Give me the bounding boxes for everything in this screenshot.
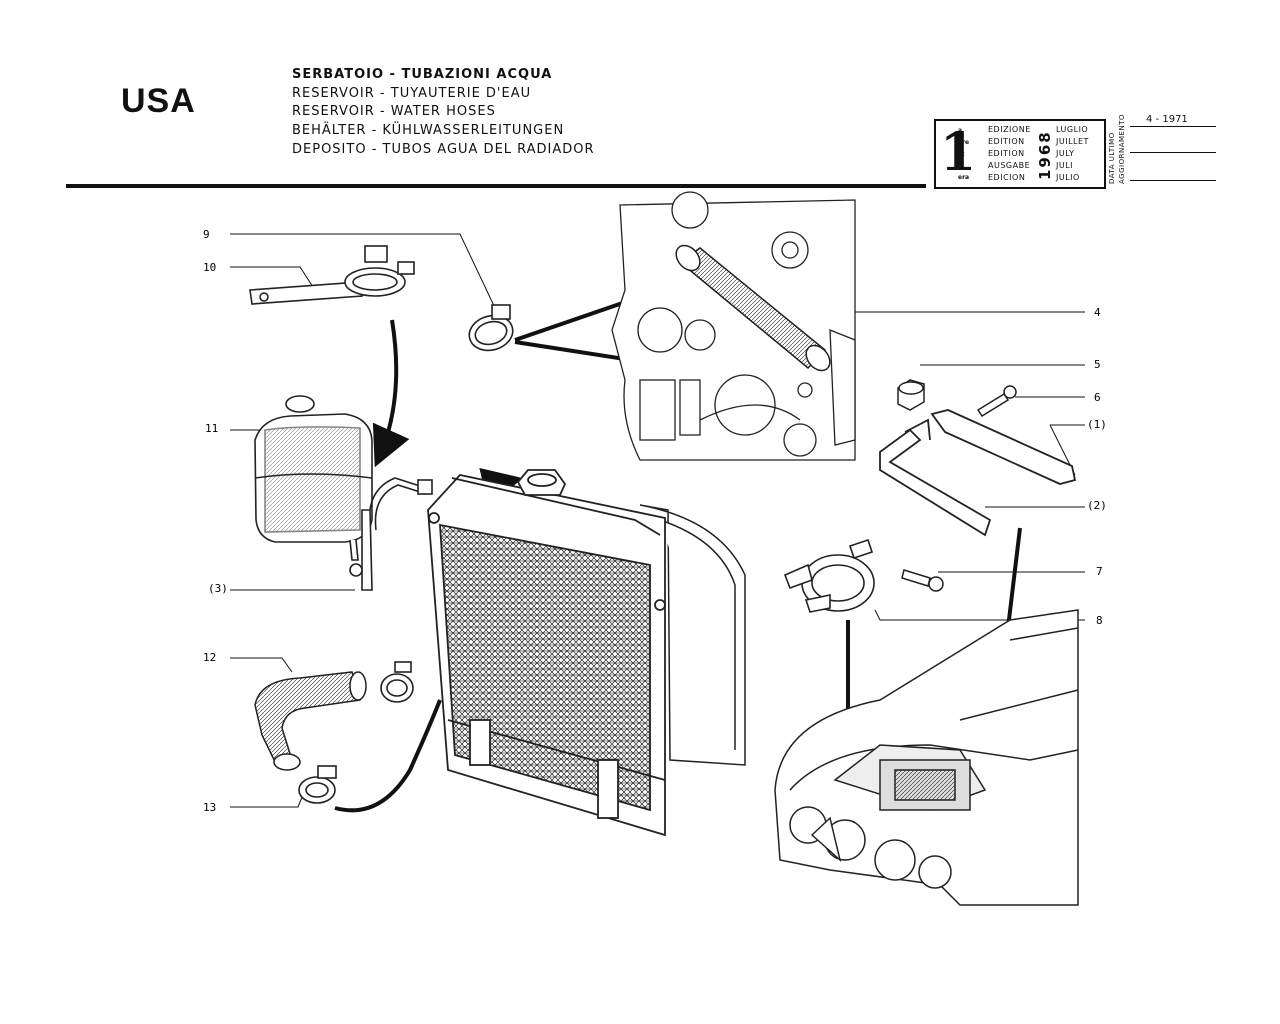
edition-word: EDICION [988, 173, 1026, 182]
screw-6 [976, 385, 1017, 418]
callout-4: 4 [1094, 306, 1101, 319]
edition-number: 1 [940, 122, 977, 183]
edition-word: EDITION [988, 149, 1025, 158]
update-rule [1130, 126, 1216, 127]
lower-hose-12 [254, 671, 367, 771]
edition-word: EDITION [988, 137, 1025, 146]
radiator [427, 469, 666, 837]
title-italian: SERBATOIO - TUBAZIONI ACQUA [292, 67, 553, 82]
edition-ordinal: era [958, 174, 970, 181]
callout-5: 5 [1094, 358, 1101, 371]
update-date: 4 - 1971 [1146, 114, 1188, 125]
edition-month: JULY [1056, 149, 1075, 158]
edition-word: EDIZIONE [988, 125, 1031, 134]
title-french: RESERVOIR - TUYAUTERIE D'EAU [292, 86, 532, 101]
callout-9: 9 [203, 228, 210, 241]
engine-block [611, 191, 856, 461]
callout-13: 13 [203, 801, 216, 814]
region-label: USA [121, 82, 196, 120]
header-rule [66, 184, 926, 188]
upper-hose [675, 244, 831, 372]
callout-numbers: 9 10 11 (3) 12 13 4 5 6 (1) (2) 7 8 [203, 228, 1107, 814]
edition-box: 1 a ère st . era EDIZIONE EDITION EDITIO… [934, 119, 1106, 189]
update-rule [1130, 180, 1216, 181]
nut-5 [897, 379, 925, 411]
title-german: BEHÄLTER - KÜHLWASSERLEITUNGEN [292, 123, 565, 138]
callout-2: (2) [1087, 499, 1107, 512]
bracket-10 [249, 245, 415, 305]
edition-ordinal: ère [958, 139, 970, 146]
callout-6: 6 [1094, 391, 1101, 404]
callout-3: (3) [208, 582, 228, 595]
edition-month: JULIO [1056, 173, 1080, 182]
edition-ordinal: a [958, 127, 963, 134]
fan-shroud [639, 504, 746, 766]
car-front [774, 609, 1079, 906]
title-spanish: DEPOSITO - TUBOS AGUA DEL RADIADOR [292, 142, 595, 157]
callout-8: 8 [1096, 614, 1103, 627]
edition-word: AUSGABE [988, 161, 1031, 170]
callout-7: 7 [1096, 565, 1103, 578]
screw-7 [901, 569, 944, 592]
callout-10: 10 [203, 261, 216, 274]
callout-11: 11 [205, 422, 218, 435]
strap-bracket [879, 409, 1077, 537]
callout-12: 12 [203, 651, 216, 664]
edition-ordinal: . [958, 163, 961, 170]
edition-month: JULI [1056, 161, 1074, 170]
edition-month: JUILLET [1056, 137, 1089, 146]
reservoir-tank-11 [254, 395, 373, 561]
clamp-8 [783, 538, 875, 613]
reservoir-hose-3 [349, 477, 433, 591]
edition-ordinal: st [958, 151, 965, 158]
title-english: RESERVOIR - WATER HOSES [292, 104, 496, 119]
hose-clamp-13 [298, 661, 414, 804]
edition-month: LUGLIO [1056, 125, 1089, 134]
hose-clamp-9 [468, 304, 514, 352]
callout-1: (1) [1087, 418, 1107, 431]
update-rule [1130, 152, 1216, 153]
